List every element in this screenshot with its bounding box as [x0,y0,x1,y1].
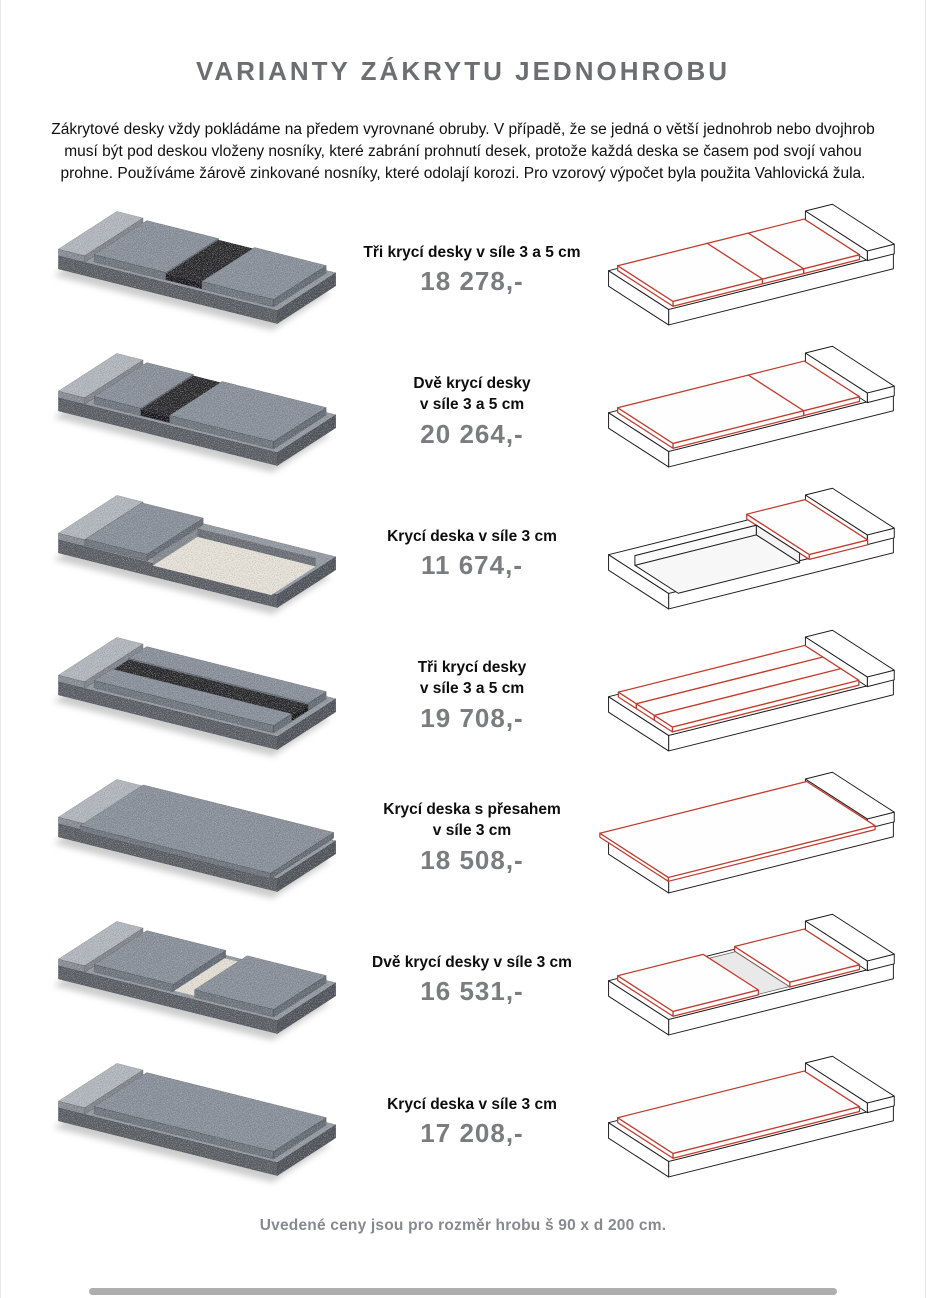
horizontal-scrollbar-thumb[interactable] [89,1288,837,1295]
variant-title: Krycí deska v síle 3 cm [387,527,557,545]
variant-caption-1: Tři krycí desky v síle 3 a 5 cm 18 278,- [349,243,595,298]
variant-row-7: Krycí deska v síle 3 cm 17 208,- [1,1051,925,1193]
variant-title: Dvě krycí desky v síle 3 cm [372,953,572,971]
page-title: VARIANTY ZÁKRYTU JEDNOHROBU [195,56,731,86]
grave-photo-3 [47,485,349,623]
grave-drawing-7 [595,1051,905,1192]
variant-rows: Tři krycí desky v síle 3 a 5 cm 18 278,-… [1,199,925,1193]
variant-caption-2: Dvě krycí desky v síle 3 a 5 cm 20 264,- [349,374,595,450]
variant-row-4: Tři krycí desky v síle 3 a 5 cm 19 708,- [1,625,925,767]
variant-title: Krycí deska v síle 3 cm [387,1095,557,1113]
grave-photo-6 [47,911,349,1049]
variant-caption-5: Krycí deska s přesahem v síle 3 cm 18 50… [349,800,595,876]
variant-price: 18 508,- [420,844,524,875]
variant-price: 17 208,- [420,1118,524,1149]
variant-row-2: Dvě krycí desky v síle 3 a 5 cm 20 264,- [1,341,925,483]
variant-row-5: Krycí deska s přesahem v síle 3 cm 18 50… [1,767,925,909]
variant-row-1: Tři krycí desky v síle 3 a 5 cm 18 278,- [1,199,925,341]
grave-drawing-2 [595,341,905,482]
variant-title-line2: v síle 3 a 5 cm [419,680,525,697]
grave-photo-2 [47,343,349,481]
variant-price: 19 708,- [420,702,524,733]
grave-drawing-4 [595,625,905,766]
grave-photo-5 [47,769,349,907]
variant-price: 16 531,- [420,976,524,1007]
variant-caption-3: Krycí deska v síle 3 cm 11 674,- [349,527,595,582]
variant-caption-4: Tři krycí desky v síle 3 a 5 cm 19 708,- [349,658,595,734]
grave-photo-1 [47,201,349,339]
grave-drawing-3 [595,483,905,624]
grave-drawing-5 [595,767,905,908]
grave-photo-7 [47,1053,349,1191]
variant-price: 20 264,- [420,418,524,449]
variant-title-line2: v síle 3 cm [432,822,512,839]
variant-caption-7: Krycí deska v síle 3 cm 17 208,- [349,1095,595,1150]
variant-price: 11 674,- [421,550,523,581]
grave-drawing-1 [595,199,905,340]
intro-paragraph: Zákrytové desky vždy pokládáme na předem… [51,121,875,182]
variant-caption-6: Dvě krycí desky v síle 3 cm 16 531,- [349,953,595,1008]
variant-price: 18 278,- [420,266,524,297]
variant-title: Tři krycí desky v síle 3 a 5 cm [363,243,581,261]
variant-title: Krycí deska s přesahem [383,801,561,819]
grave-photo-4 [47,627,349,765]
grave-drawing-6 [595,909,905,1050]
footer-note: Uvedené ceny jsou pro rozměr hrobu š 90 … [259,1217,667,1234]
variant-title: Tři krycí desky [417,659,527,677]
variant-row-6: Dvě krycí desky v síle 3 cm 16 531,- [1,909,925,1051]
variant-title: Dvě krycí desky [413,375,531,393]
variant-title-line2: v síle 3 a 5 cm [419,396,525,413]
variant-row-3: Krycí deska v síle 3 cm 11 674,- [1,483,925,625]
